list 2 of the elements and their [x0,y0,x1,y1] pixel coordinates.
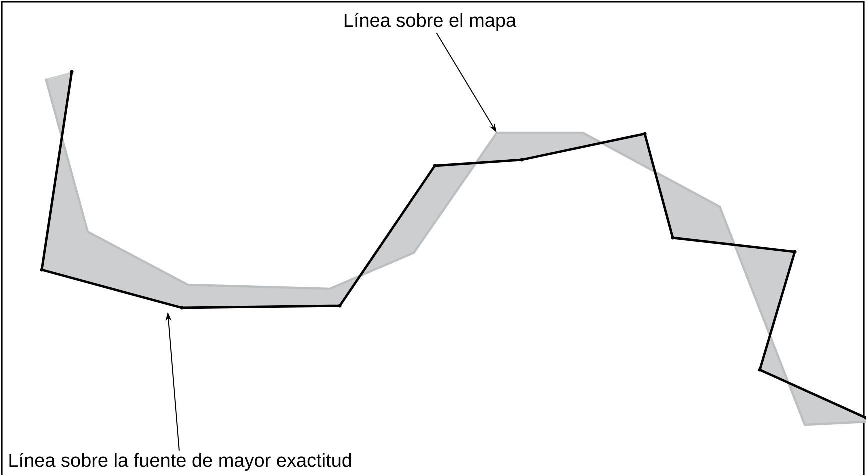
callout-text: Línea sobre la fuente de mayor exactitud [10,453,352,471]
callout-text: Línea sobre el mapa [344,13,517,31]
